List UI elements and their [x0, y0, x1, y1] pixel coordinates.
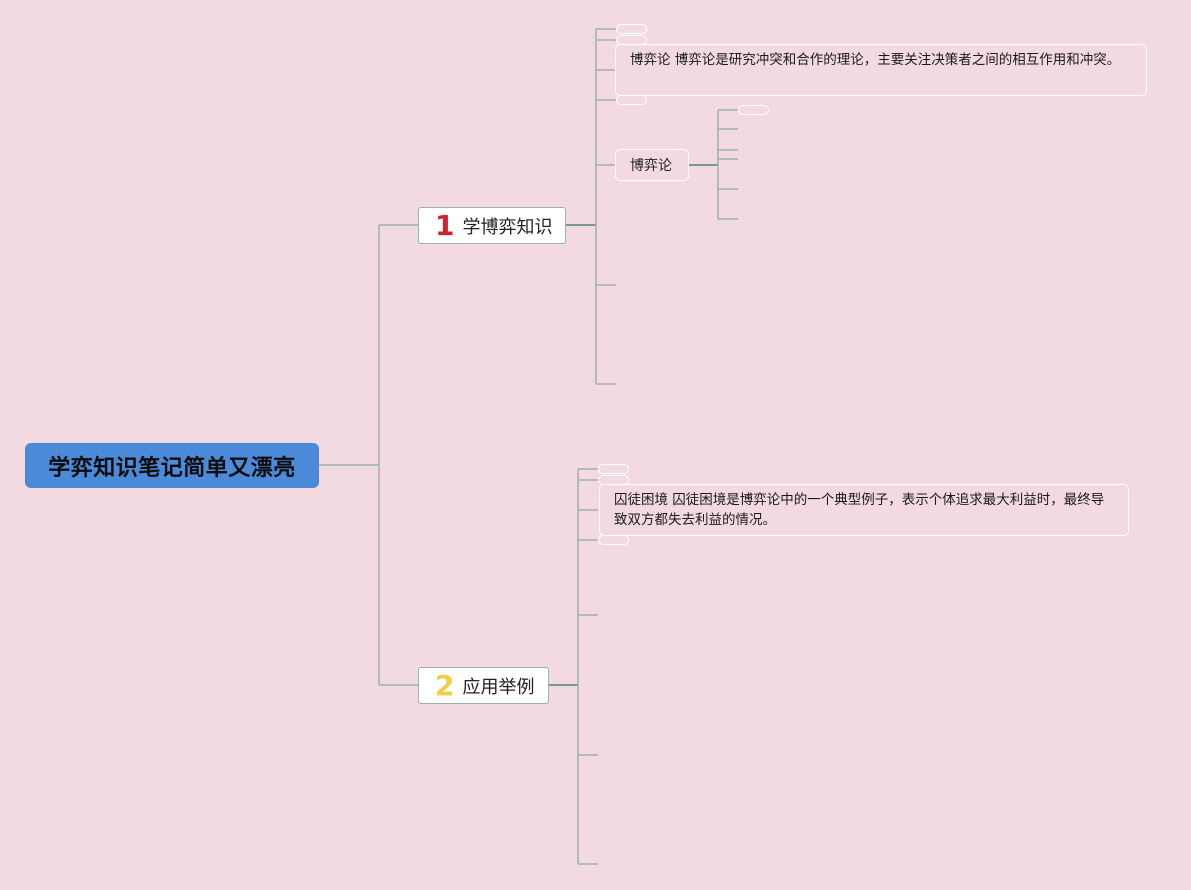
branch-topic-2[interactable]: 2 应用举例 [418, 667, 549, 704]
empty-node[interactable] [738, 105, 769, 115]
subtopic-game-theory-label: 博弈论 [630, 158, 672, 174]
root-topic-label: 学弈知识笔记简单又漂亮 [48, 455, 296, 481]
branch2-connector [549, 468, 598, 865]
branch1-connector [566, 28, 738, 385]
branch-number-1: 1 [435, 208, 455, 242]
root-connector [319, 224, 418, 686]
subtopic-note-1-text: 博弈论 博弈论是研究冲突和合作的理论，主要关注决策者之间的相互作用和冲突。 [630, 52, 1121, 68]
subtopic-note-2-text: 囚徒困境 囚徒困境是博弈论中的一个典型例子，表示个体追求最大利益时，最终导致双方… [614, 492, 1105, 528]
empty-node[interactable] [598, 464, 629, 474]
branch-topic-1[interactable]: 1 学博弈知识 [418, 207, 566, 244]
root-topic[interactable]: 学弈知识笔记简单又漂亮 [25, 443, 319, 488]
subtopic-note-2[interactable]: 囚徒困境 囚徒困境是博弈论中的一个典型例子，表示个体追求最大利益时，最终导致双方… [599, 484, 1129, 536]
branch-label-2: 应用举例 [462, 676, 535, 698]
subtopic-game-theory[interactable]: 博弈论 [615, 149, 689, 181]
subtopic-note-1[interactable]: 博弈论 博弈论是研究冲突和合作的理论，主要关注决策者之间的相互作用和冲突。 [615, 44, 1147, 96]
empty-node[interactable] [616, 95, 647, 105]
branch-label-1: 学博弈知识 [462, 216, 553, 238]
branch-number-2: 2 [435, 668, 455, 702]
empty-node[interactable] [616, 24, 647, 34]
empty-node[interactable] [598, 535, 629, 545]
